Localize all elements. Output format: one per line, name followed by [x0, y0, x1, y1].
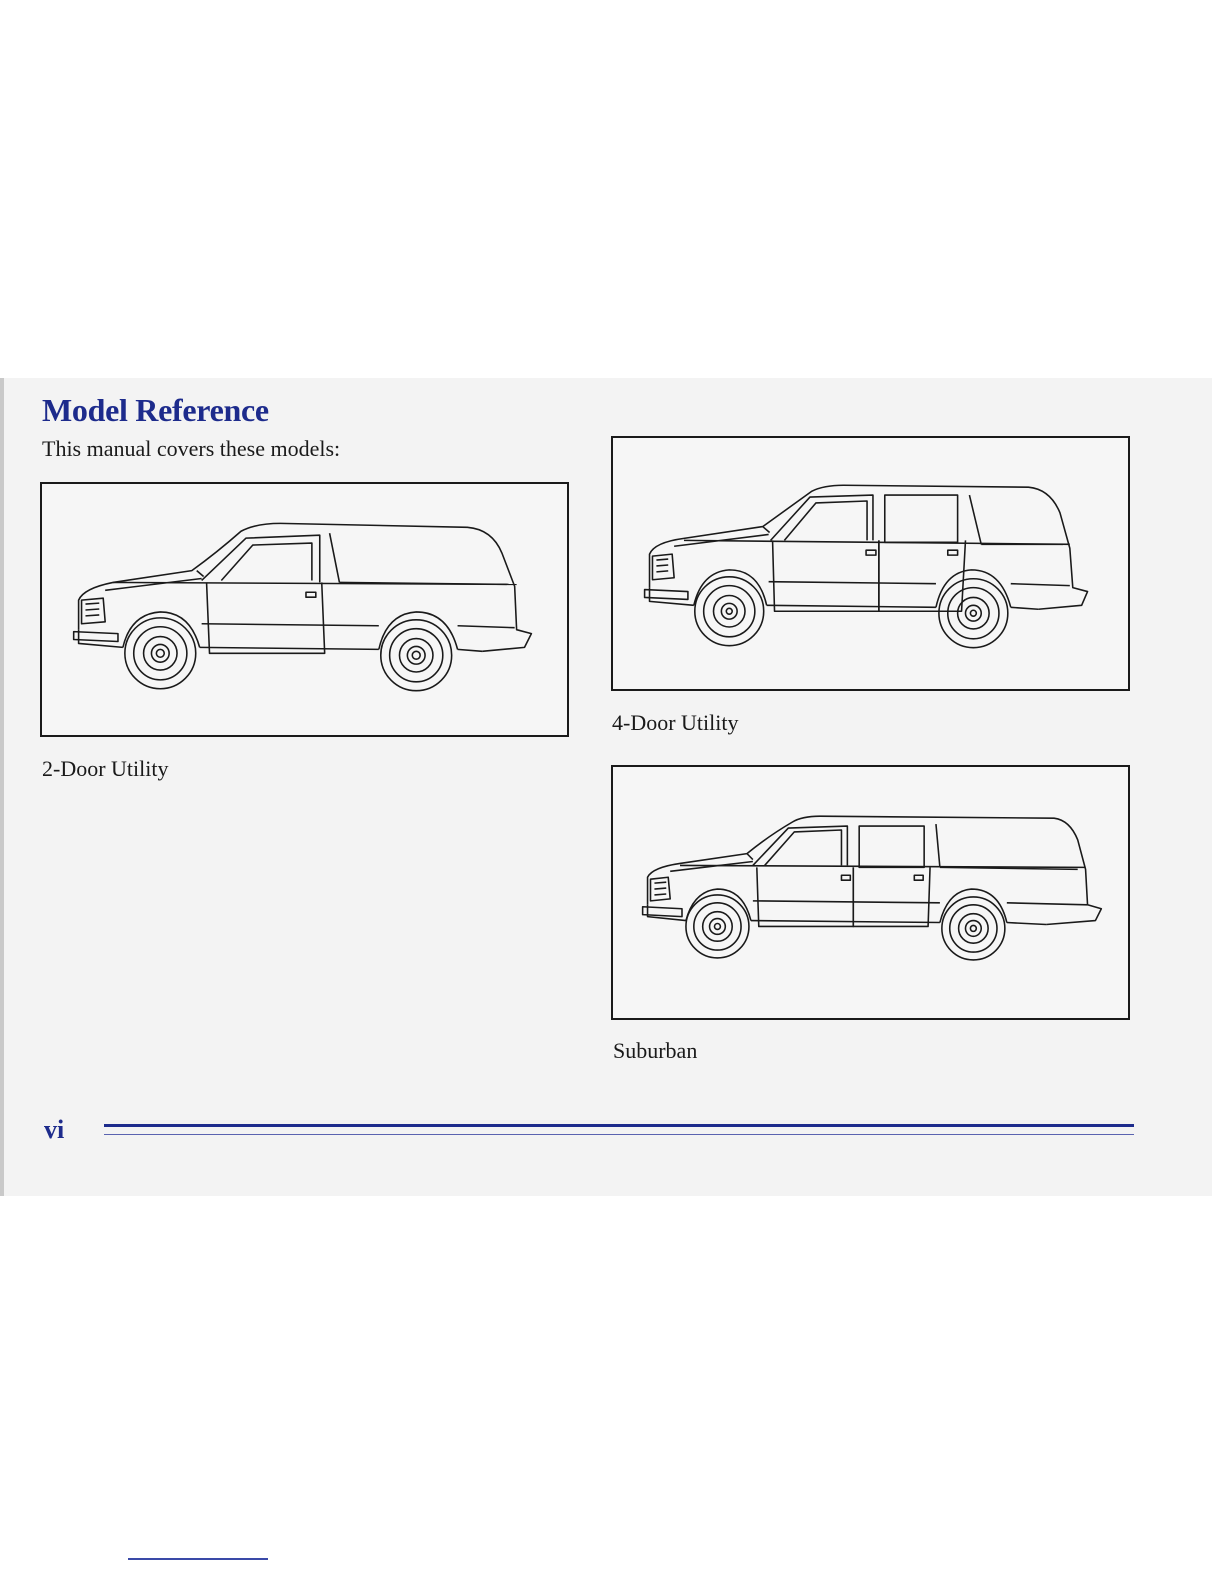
- four-door-utility-icon: [613, 438, 1128, 689]
- footer-rule-thin: [104, 1134, 1134, 1135]
- footer-rule: [104, 1124, 1134, 1127]
- suburban-caption: Suburban: [613, 1038, 697, 1064]
- suburban-frame: [611, 765, 1130, 1020]
- bottom-link-underline: [128, 1558, 268, 1560]
- suburban-icon: [613, 767, 1128, 1018]
- two-door-utility-frame: [40, 482, 569, 737]
- intro-text: This manual covers these models:: [42, 436, 340, 462]
- four-door-utility-frame: [611, 436, 1130, 691]
- page-number: vi: [44, 1115, 64, 1145]
- two-door-utility-caption: 2-Door Utility: [42, 756, 169, 782]
- page-edge: [0, 378, 4, 1196]
- page-title: Model Reference: [42, 392, 269, 429]
- two-door-utility-icon: [42, 484, 567, 735]
- four-door-utility-caption: 4-Door Utility: [612, 710, 739, 736]
